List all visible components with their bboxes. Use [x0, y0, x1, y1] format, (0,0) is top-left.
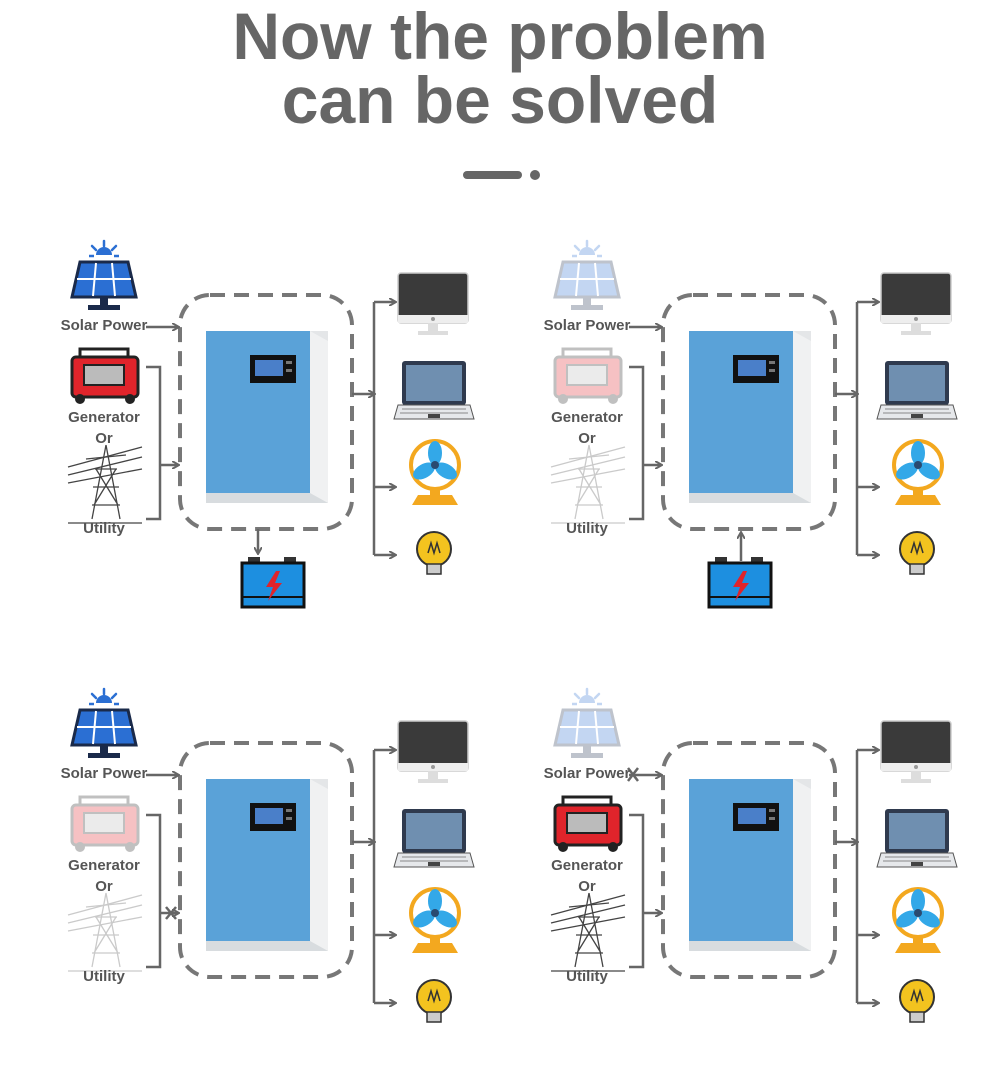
blocked-solar-mark [627, 767, 639, 782]
bulb-icon [899, 531, 935, 575]
inverter-frame [661, 741, 837, 979]
utility-label: Utility [566, 968, 608, 985]
laptop-icon [876, 809, 958, 868]
generator-icon [70, 795, 140, 852]
utility-label: Utility [566, 520, 608, 537]
flow-diagram [67, 687, 475, 1023]
or-label: Or [578, 430, 596, 447]
solar-panel-icon [70, 687, 138, 758]
laptop-icon [393, 809, 475, 868]
solar-power-label: Solar Power [543, 765, 631, 782]
solar-panel-icon [553, 239, 621, 310]
utility-pylon-icon [550, 444, 626, 524]
or-label: Or [95, 430, 113, 447]
inverter-icon [206, 779, 328, 951]
generator-label: Generator [551, 409, 623, 426]
generator-label: Generator [68, 409, 140, 426]
utility-pylon-icon [550, 892, 626, 972]
generator-icon [553, 347, 623, 404]
generator-label: Generator [68, 857, 140, 874]
bulb-icon [899, 979, 935, 1023]
title-line-2: can be solved [281, 63, 719, 137]
monitor-icon [880, 272, 952, 335]
inverter-frame [661, 293, 837, 531]
fan-icon [409, 887, 461, 953]
battery-icon [240, 557, 306, 609]
inverter-frame [178, 293, 354, 531]
utility-pylon-icon [67, 444, 143, 524]
solar-panel-icon [70, 239, 138, 310]
inverter-frame [178, 741, 354, 979]
title-line-1: Now the problem [232, 0, 768, 73]
or-label: Or [95, 878, 113, 895]
solar-power-label: Solar Power [60, 765, 148, 782]
or-label: Or [578, 878, 596, 895]
generator-label: Generator [551, 857, 623, 874]
generator-icon [553, 795, 623, 852]
generator-icon [70, 347, 140, 404]
scenario-panel-bottom-right: Solar Power Generator Or Utility [483, 685, 983, 1085]
monitor-icon [397, 272, 469, 335]
page-title: Now the problem can be solved [0, 0, 1000, 137]
solar-panel-icon [553, 687, 621, 758]
blocked-grid-mark [165, 906, 177, 920]
monitor-icon [880, 720, 952, 783]
laptop-icon [393, 361, 475, 420]
fan-icon [892, 887, 944, 953]
battery-icon [707, 557, 773, 609]
fan-icon [409, 439, 461, 505]
flow-diagram [550, 687, 958, 1023]
monitor-icon [397, 720, 469, 783]
solar-power-label: Solar Power [60, 317, 148, 334]
inverter-icon [689, 779, 811, 951]
bulb-icon [416, 979, 452, 1023]
utility-pylon-icon [67, 892, 143, 972]
utility-label: Utility [83, 968, 125, 985]
title-divider [463, 170, 540, 180]
inverter-icon [689, 331, 811, 503]
flow-diagram [67, 239, 475, 609]
flow-diagram [550, 239, 958, 609]
scenario-panel-bottom-left: Solar Power Generator Or Utility [0, 685, 500, 1085]
scenario-panel-top-right: Solar Power Generator Or Utility [483, 237, 983, 637]
scenario-panel-top-left: Solar Power Generator Or Utility [0, 237, 500, 637]
fan-icon [892, 439, 944, 505]
utility-label: Utility [83, 520, 125, 537]
solar-power-label: Solar Power [543, 317, 631, 334]
inverter-icon [206, 331, 328, 503]
bulb-icon [416, 531, 452, 575]
laptop-icon [876, 361, 958, 420]
